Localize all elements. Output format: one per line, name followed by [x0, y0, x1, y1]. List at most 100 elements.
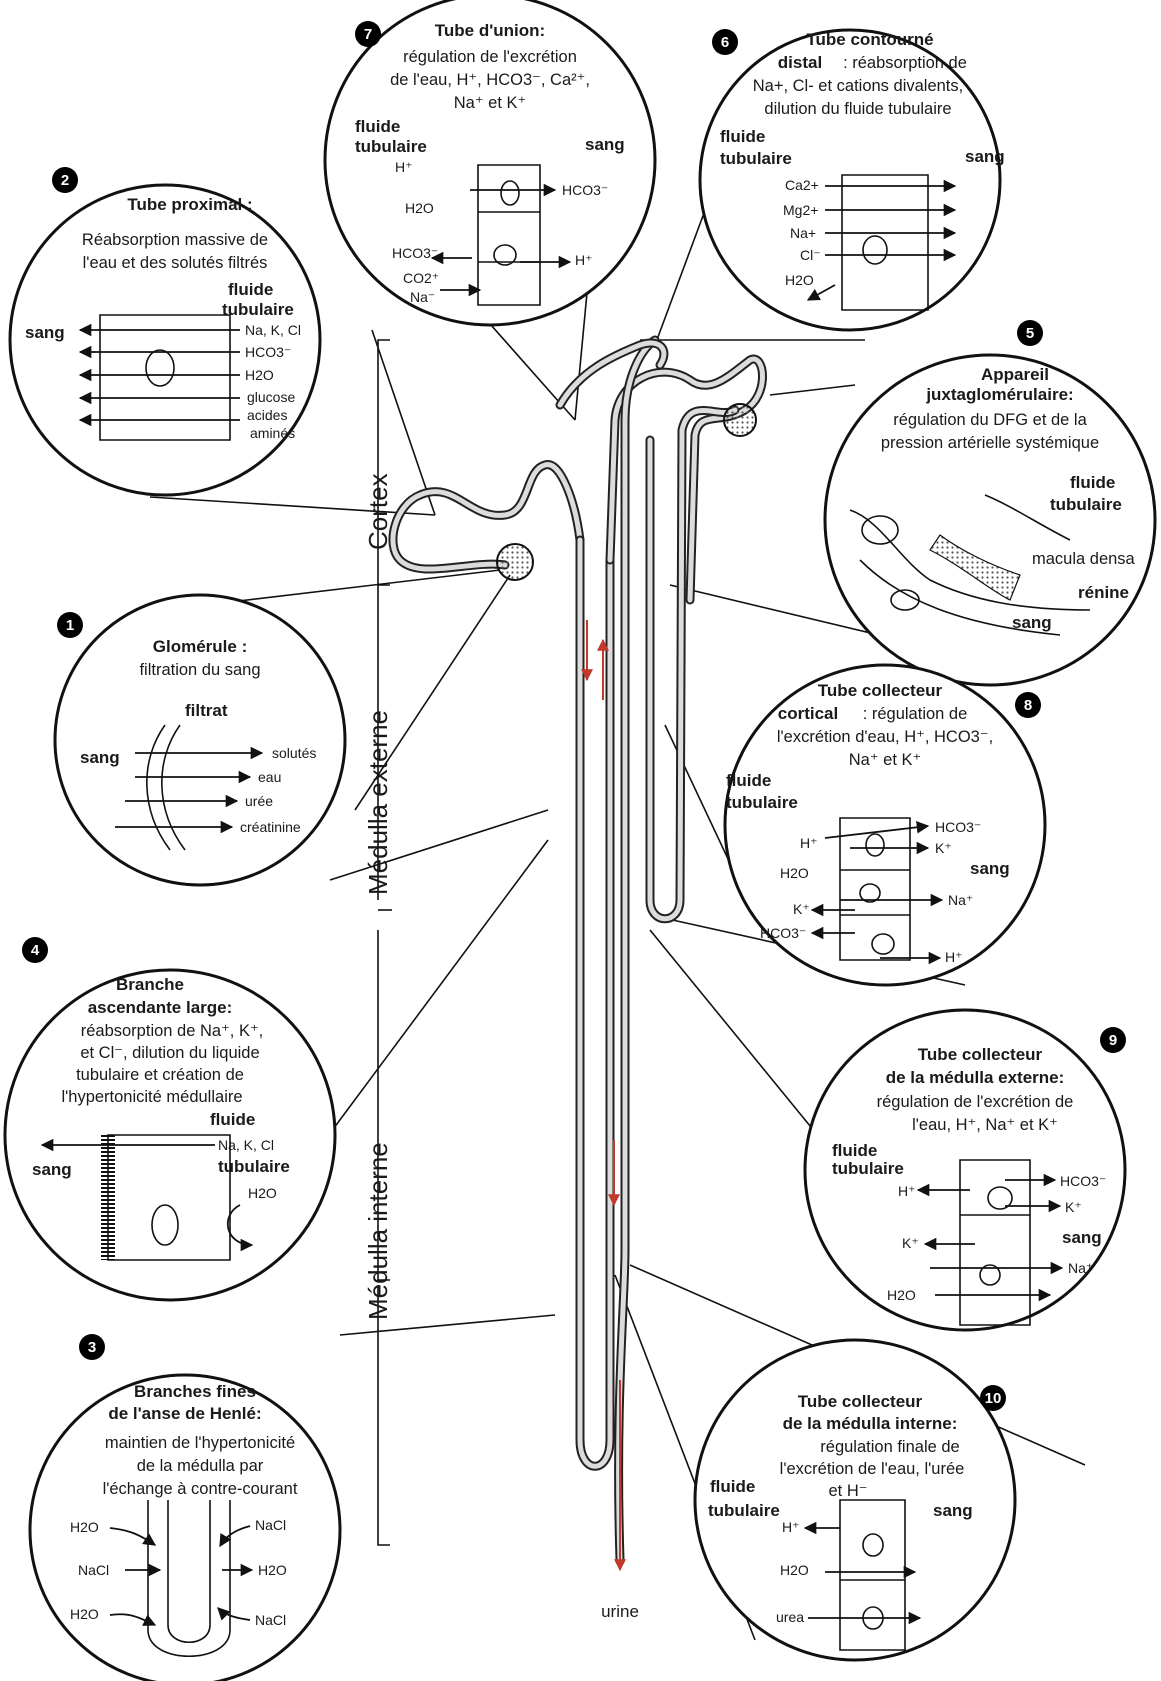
circle-tube-collecteur-medulla-interne: 10 Tube collecteur de la médulla interne…	[695, 1340, 1015, 1660]
ion-9-k2: K⁺	[902, 1235, 919, 1251]
ion-4-h2o: H2O	[248, 1185, 277, 1201]
desc-5-line1: régulation du DFG et de la	[893, 411, 1087, 429]
label-sang-9: sang	[1062, 1228, 1102, 1247]
label-sang-1: sang	[80, 748, 120, 767]
ion-2-nakcl: Na, K, Cl	[245, 322, 301, 338]
circle-branche-ascendante-large: 4 Branche ascendante large: réabsorption…	[5, 937, 335, 1300]
ion-6-na: Na+	[790, 225, 816, 241]
ion-3-right-nacl: NaCl	[255, 1517, 286, 1533]
desc-4-line2: et Cl⁻, dilution du liquide	[80, 1044, 259, 1062]
label-fluide-9: fluide	[832, 1141, 877, 1160]
title-3-line1: Branches fines	[134, 1382, 256, 1401]
ion-3-left-h2o2: H2O	[70, 1606, 99, 1622]
ion-7-h: H⁺	[395, 159, 413, 175]
ion-7-co2: CO2⁺	[403, 270, 439, 286]
title-4-line2: ascendante large:	[88, 998, 233, 1017]
ion-8-k2: K⁺	[793, 901, 810, 917]
desc-8-line3: Na⁺ et K⁺	[849, 751, 921, 769]
title-7: Tube d'union:	[435, 21, 545, 40]
title-1: Glomérule :	[153, 637, 247, 656]
ion-3-left-h2o: H2O	[70, 1519, 99, 1535]
label-fluide-5: fluide	[1070, 473, 1115, 492]
label-sang-2: sang	[25, 323, 65, 342]
title-9-line2: de la médulla externe:	[886, 1068, 1065, 1087]
ion-7-hco3: HCO3⁻	[392, 245, 438, 261]
ion-3-left-nacl: NaCl	[78, 1562, 109, 1578]
desc-4-line3: tubulaire et création de	[76, 1066, 244, 1084]
ion-6-ca: Ca2+	[785, 177, 819, 193]
title-2: Tube proximal :	[127, 195, 252, 214]
label-renine: rénine	[1078, 583, 1129, 602]
ion-8-na: Na⁺	[948, 892, 973, 908]
desc-10-line3: et H⁻	[829, 1482, 868, 1500]
label-filtrat: filtrat	[185, 701, 228, 720]
desc-10-line2: l'excrétion de l'eau, l'urée	[780, 1460, 965, 1478]
title-5-line2: juxtaglomérulaire:	[925, 385, 1073, 404]
desc-3-line1: maintien de l'hypertonicité	[105, 1434, 295, 1452]
ion-8-h: H⁺	[800, 835, 818, 851]
number-6: 6	[721, 34, 729, 51]
desc-2-line2: l'eau et des solutés filtrés	[83, 254, 268, 272]
ion-2-amines: aminés	[250, 425, 295, 441]
desc-3-line2: de la médulla par	[137, 1457, 264, 1475]
circle-tube-collecteur-medulla-externe: 9 Tube collecteur de la médulla externe:…	[805, 1010, 1126, 1330]
ion-9-h2o: H2O	[887, 1287, 916, 1303]
desc-10-line1: régulation finale de	[820, 1438, 959, 1456]
ion-10-h2o: H2O	[780, 1562, 809, 1578]
desc-3-line3: l'échange à contre-courant	[103, 1480, 298, 1498]
circle-tube-union: 7 Tube d'union: régulation de l'excrétio…	[325, 0, 655, 325]
label-fluide-10: fluide	[710, 1477, 755, 1496]
circle-tube-distal: 6 Tube contourné distal : réabsorption d…	[700, 29, 1005, 330]
title-6-line1: Tube contourné	[806, 30, 933, 49]
ion-9-k: K⁺	[1065, 1199, 1082, 1215]
number-10: 10	[985, 1390, 1002, 1407]
label-tubulaire-2: tubulaire	[222, 300, 294, 319]
ion-9-h: H⁺	[898, 1183, 916, 1199]
urine-label: urine	[601, 1602, 639, 1621]
title-10-line2: de la médulla interne:	[783, 1414, 958, 1433]
desc-9-line1: régulation de l'excrétion de	[877, 1093, 1074, 1111]
ion-6-cl: Cl⁻	[800, 247, 821, 263]
label-tubulaire-6: tubulaire	[720, 149, 792, 168]
circle-branches-fines: 3 Branches fines de l'anse de Henlé: mai…	[30, 1334, 340, 1681]
label-tubulaire-9: tubulaire	[832, 1159, 904, 1178]
label-fluide-7: fluide	[355, 117, 400, 136]
label-fluide-6: fluide	[720, 127, 765, 146]
number-5: 5	[1026, 325, 1034, 342]
label-sang-6: sang	[965, 147, 1005, 166]
ion-8-hco3-2: HCO3⁻	[760, 925, 806, 941]
ion-8-h2: H⁺	[945, 949, 963, 965]
number-7: 7	[364, 26, 372, 43]
ion-2-acides: acides	[247, 407, 287, 423]
circle-tube-proximal: 2 Tube proximal : Réabsorption massive d…	[10, 167, 320, 495]
label-fluide-4: fluide	[210, 1110, 255, 1129]
circle-appareil-juxtaglomerulaire: 5 Appareil juxtaglomérulaire: régulation…	[825, 320, 1155, 685]
ion-7-na: Na⁻	[410, 289, 435, 305]
number-1: 1	[66, 617, 74, 634]
ion-6-h2o: H2O	[785, 272, 814, 288]
title-6-line2: distal	[778, 53, 822, 72]
title-3-line2: de l'anse de Henlé:	[108, 1404, 261, 1423]
desc-6-line2: Na+, Cl- et cations divalents,	[753, 77, 963, 95]
item-1-creatinine: créatinine	[240, 819, 301, 835]
ion-3-right-h2o: H2O	[258, 1562, 287, 1578]
desc-8-line2: l'excrétion d'eau, H⁺, HCO3⁻,	[777, 728, 993, 746]
number-8: 8	[1024, 697, 1032, 714]
label-fluide-2: fluide	[228, 280, 273, 299]
zone-medulla-interne: Médulla interne	[363, 1142, 393, 1320]
ion-7-hco3-out: HCO3⁻	[562, 182, 608, 198]
ion-10-h: H⁺	[782, 1519, 800, 1535]
title-9-line1: Tube collecteur	[918, 1045, 1043, 1064]
desc-6-line1: : réabsorption de	[843, 54, 967, 72]
nephron	[393, 340, 763, 1570]
ion-2-glucose: glucose	[247, 389, 295, 405]
title-5-line1: Appareil	[981, 365, 1049, 384]
item-1-solutes: solutés	[272, 745, 316, 761]
desc-1: filtration du sang	[139, 661, 260, 679]
ion-7-h2o: H2O	[405, 200, 434, 216]
desc-8-line1: : régulation de	[863, 705, 968, 723]
ion-7-h-out: H⁺	[575, 252, 593, 268]
label-tubulaire-5: tubulaire	[1050, 495, 1122, 514]
ion-9-na: Na⁺	[1068, 1260, 1093, 1276]
ion-6-mg: Mg2+	[783, 202, 818, 218]
